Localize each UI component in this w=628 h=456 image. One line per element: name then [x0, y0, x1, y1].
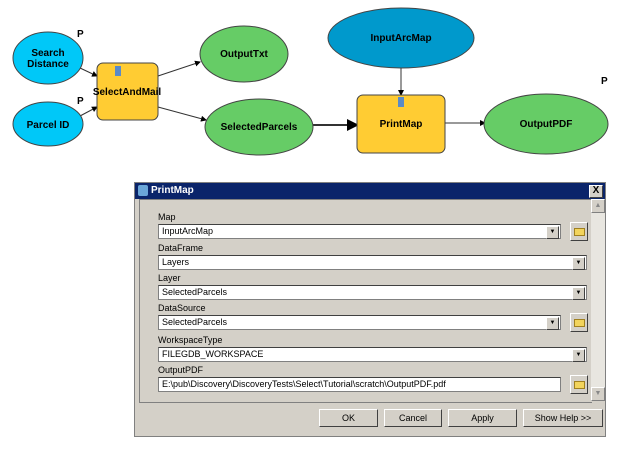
- layer-value: SelectedParcels: [162, 287, 228, 297]
- workspacetype-value: FILEGDB_WORKSPACE: [162, 349, 264, 359]
- node-label: OutputTxt: [220, 49, 268, 60]
- connector: [157, 106, 207, 122]
- node-label: InputArcMap: [370, 33, 431, 44]
- ok-button[interactable]: OK: [319, 409, 378, 427]
- search-distance-node[interactable]: [12, 31, 84, 85]
- select-and-mail-node[interactable]: [96, 62, 159, 121]
- browse-outputpdf-button[interactable]: [570, 375, 588, 394]
- folder-icon: [574, 319, 585, 327]
- script-tool-icon: [398, 97, 404, 107]
- dropdown-arrow-icon[interactable]: ▼: [572, 257, 585, 270]
- connector: [79, 106, 98, 117]
- datasource-label: DataSource: [158, 303, 206, 313]
- layer-combobox[interactable]: SelectedParcels ▼: [158, 285, 587, 300]
- title-bar: PrintMap X: [135, 183, 605, 199]
- printmap-dialog: PrintMap X Map InputArcMap ▼ DataFrame La…: [134, 182, 606, 437]
- connector: [157, 60, 201, 77]
- node-label: SelectAndMail: [93, 87, 162, 98]
- scroll-down-button[interactable]: ▼: [591, 387, 605, 401]
- show-help-button[interactable]: Show Help >>: [523, 409, 603, 427]
- parameter-marker: P: [601, 76, 608, 87]
- script-tool-icon: [115, 66, 121, 76]
- datasource-combobox[interactable]: SelectedParcels ▼: [158, 315, 561, 330]
- dialog-title: PrintMap: [151, 185, 194, 196]
- outputpdf-label: OutputPDF: [158, 365, 204, 375]
- parcel-id-node[interactable]: [12, 101, 84, 147]
- input-arc-map-node[interactable]: [327, 7, 475, 69]
- vertical-scrollbar[interactable]: ▲ ▼: [591, 199, 605, 401]
- model-diagram: Search Distance Parcel ID SelectAndMail …: [12, 7, 609, 156]
- selected-parcels-node[interactable]: [204, 98, 314, 156]
- dataframe-value: Layers: [162, 257, 190, 267]
- browse-datasource-button[interactable]: [570, 313, 588, 332]
- node-label: Parcel ID: [27, 120, 70, 131]
- output-txt-node[interactable]: [199, 25, 289, 83]
- dropdown-arrow-icon[interactable]: ▼: [572, 349, 585, 362]
- parameter-marker: P: [77, 96, 84, 107]
- tool-icon: [138, 185, 148, 196]
- layer-label: Layer: [158, 273, 181, 283]
- dropdown-arrow-icon[interactable]: ▼: [572, 287, 585, 300]
- connector: [79, 67, 98, 77]
- folder-icon: [574, 381, 585, 389]
- browse-map-button[interactable]: [570, 222, 588, 241]
- dropdown-arrow-icon[interactable]: ▼: [546, 317, 559, 330]
- map-label: Map: [158, 212, 176, 222]
- dataframe-combobox[interactable]: Layers ▼: [158, 255, 587, 270]
- node-label: Search: [31, 48, 64, 59]
- parameter-marker: P: [77, 29, 84, 40]
- workspacetype-label: WorkspaceType: [158, 335, 223, 345]
- map-value: InputArcMap: [162, 226, 214, 236]
- output-pdf-node[interactable]: [483, 93, 609, 155]
- apply-button[interactable]: Apply: [448, 409, 517, 427]
- datasource-value: SelectedParcels: [162, 317, 228, 327]
- folder-icon: [574, 228, 585, 236]
- map-combobox[interactable]: InputArcMap ▼: [158, 224, 561, 239]
- dataframe-label: DataFrame: [158, 243, 204, 253]
- node-label: PrintMap: [380, 119, 423, 130]
- scroll-up-button[interactable]: ▲: [591, 199, 605, 213]
- parameters-panel: Map InputArcMap ▼ DataFrame Layers ▼ Layer…: [139, 199, 592, 403]
- close-button[interactable]: X: [589, 185, 603, 198]
- node-label: OutputPDF: [520, 119, 573, 130]
- node-label: Distance: [27, 59, 69, 70]
- outputpdf-input[interactable]: E:\pub\Discovery\DiscoveryTests\Select\T…: [158, 377, 561, 392]
- workspacetype-combobox[interactable]: FILEGDB_WORKSPACE ▼: [158, 347, 587, 362]
- print-map-node[interactable]: [356, 94, 446, 154]
- node-label: SelectedParcels: [221, 122, 298, 133]
- dropdown-arrow-icon[interactable]: ▼: [546, 226, 559, 239]
- cancel-button[interactable]: Cancel: [384, 409, 442, 427]
